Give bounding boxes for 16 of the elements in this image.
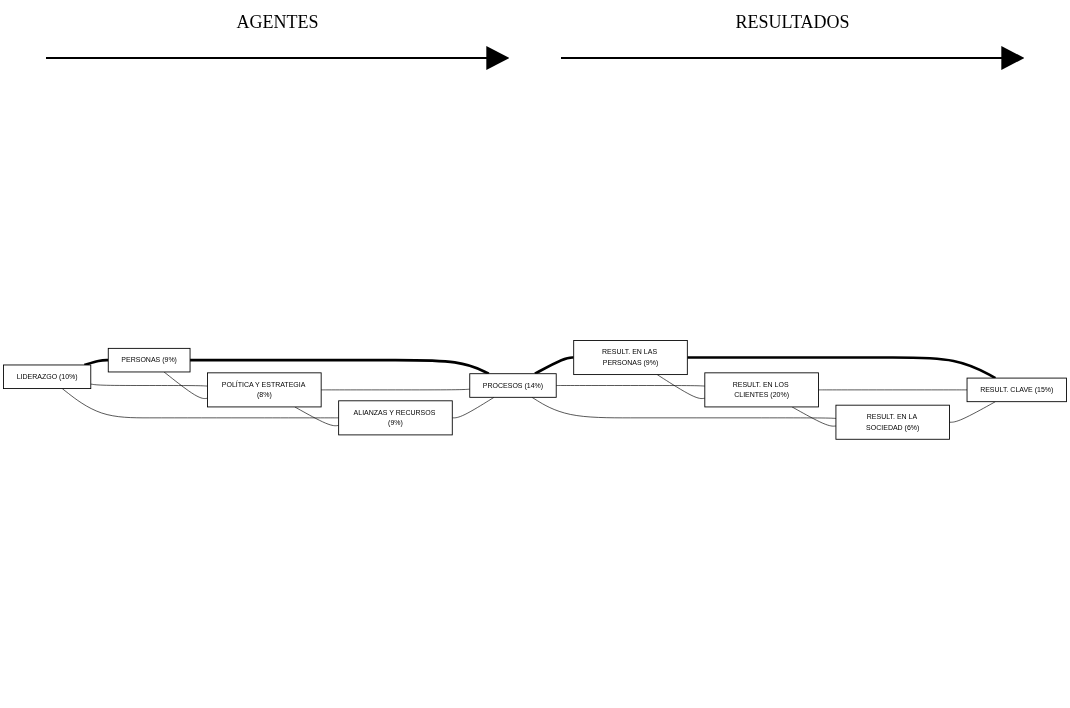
connector bbox=[90, 383, 208, 387]
connector bbox=[534, 356, 574, 375]
connector bbox=[818, 389, 968, 391]
section-heading: RESULTADOS bbox=[735, 12, 850, 33]
connector bbox=[190, 358, 490, 375]
connector bbox=[451, 397, 495, 419]
connector bbox=[83, 358, 109, 367]
section-heading: AGENTES bbox=[236, 12, 319, 33]
connector bbox=[656, 374, 706, 399]
connector bbox=[555, 385, 706, 387]
connector bbox=[949, 401, 996, 423]
connector bbox=[531, 397, 837, 419]
connector bbox=[320, 388, 471, 391]
connector bbox=[163, 371, 208, 399]
connector bbox=[61, 388, 339, 419]
connector bbox=[687, 356, 997, 380]
